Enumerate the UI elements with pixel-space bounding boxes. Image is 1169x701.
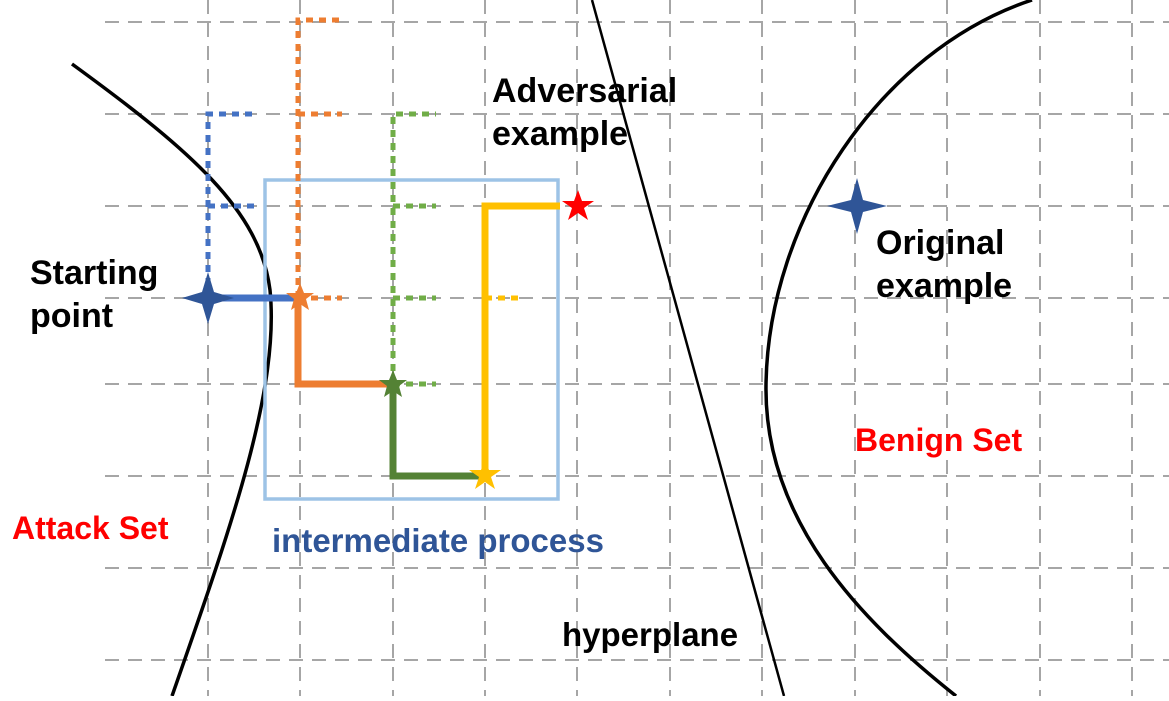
starting-point-marker [182,272,234,324]
benign-set-label: Benign Set [855,422,1023,458]
five-point-star-icon [562,190,594,220]
blue-candidate-paths [205,111,255,298]
starting-point-label: Starting point [30,254,159,335]
green-intermediate-marker [379,370,407,397]
orange-candidate-paths [295,17,342,387]
five-point-star-icon [469,459,501,489]
benign-set-boundary [764,0,1033,698]
orange-path-segment [294,298,393,388]
green-candidate-paths [390,111,436,387]
orange-intermediate-marker [286,283,314,310]
grid [105,0,1169,696]
original-example-label: Original example [876,224,1013,305]
five-point-star-icon [286,283,314,310]
attack-set-boundary [70,62,274,697]
intermediate-process-label: intermediate process [272,522,604,559]
intermediate-process-box [263,178,560,501]
four-point-star-icon [182,272,234,324]
attack-set-label: Attack Set [12,510,169,546]
yellow-path-segment [481,202,560,476]
yellow-intermediate-marker [469,459,501,489]
adversarial-example-marker [562,190,594,220]
hyperplane-label: hyperplane [562,616,739,653]
five-point-star-icon [379,370,407,397]
original-example-marker [827,178,887,234]
four-point-star-icon [827,178,887,234]
adversarial-example-label: Adversarial example [492,72,678,153]
hyperplane-line [590,0,786,697]
green-path-segment [389,384,485,480]
